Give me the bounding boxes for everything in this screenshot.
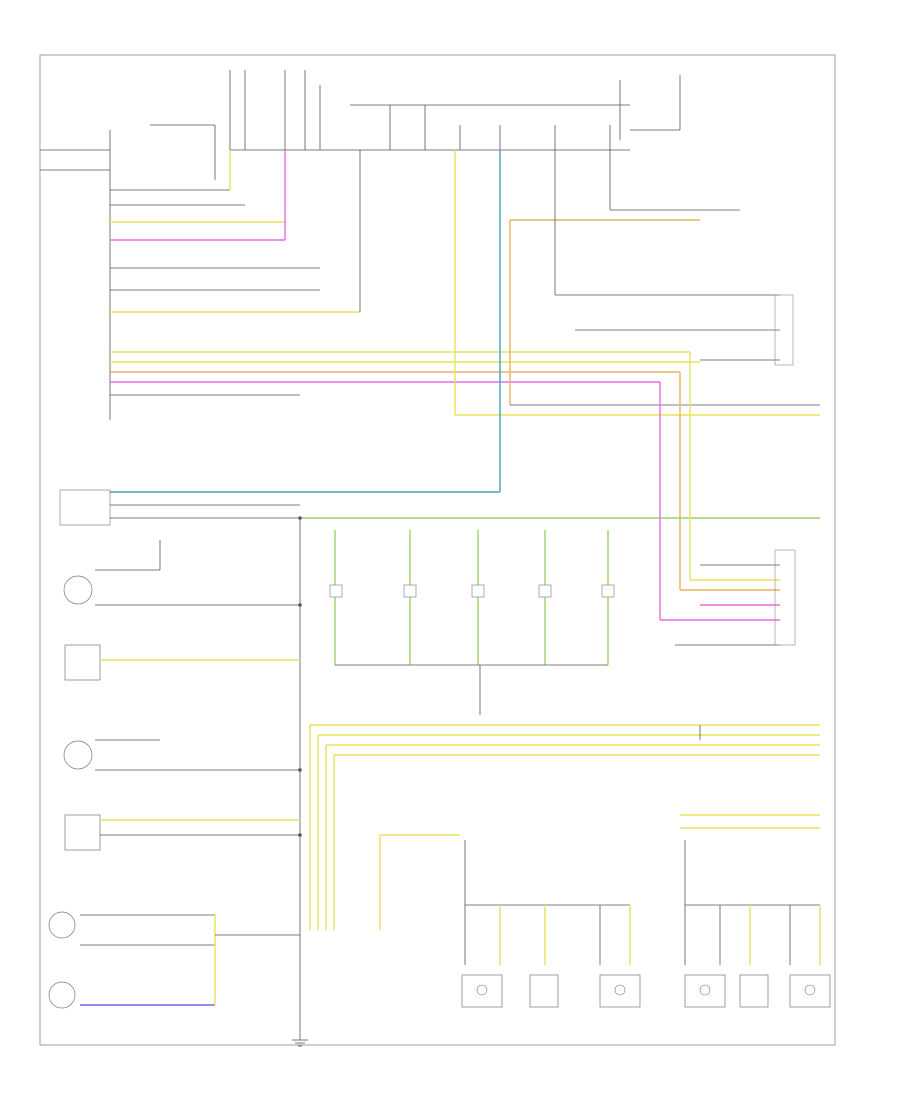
rear-lamp-bus — [309, 724, 820, 930]
left-side-lamps — [48, 540, 300, 1009]
left-rear-lamps — [461, 840, 641, 1008]
ground-symbol — [292, 1030, 308, 1047]
power-distribution-block — [229, 70, 681, 151]
indicator-lamps — [329, 530, 615, 715]
right-rear-lamps — [684, 840, 831, 1008]
diagram-border — [39, 54, 836, 1046]
right-connectors — [554, 150, 794, 366]
headlamp-switch — [659, 352, 796, 646]
module-wires — [110, 124, 361, 313]
lamp-control-module — [40, 130, 111, 526]
headlamp-signal-wires — [110, 150, 820, 493]
parking-lamp-bus — [110, 504, 820, 1030]
